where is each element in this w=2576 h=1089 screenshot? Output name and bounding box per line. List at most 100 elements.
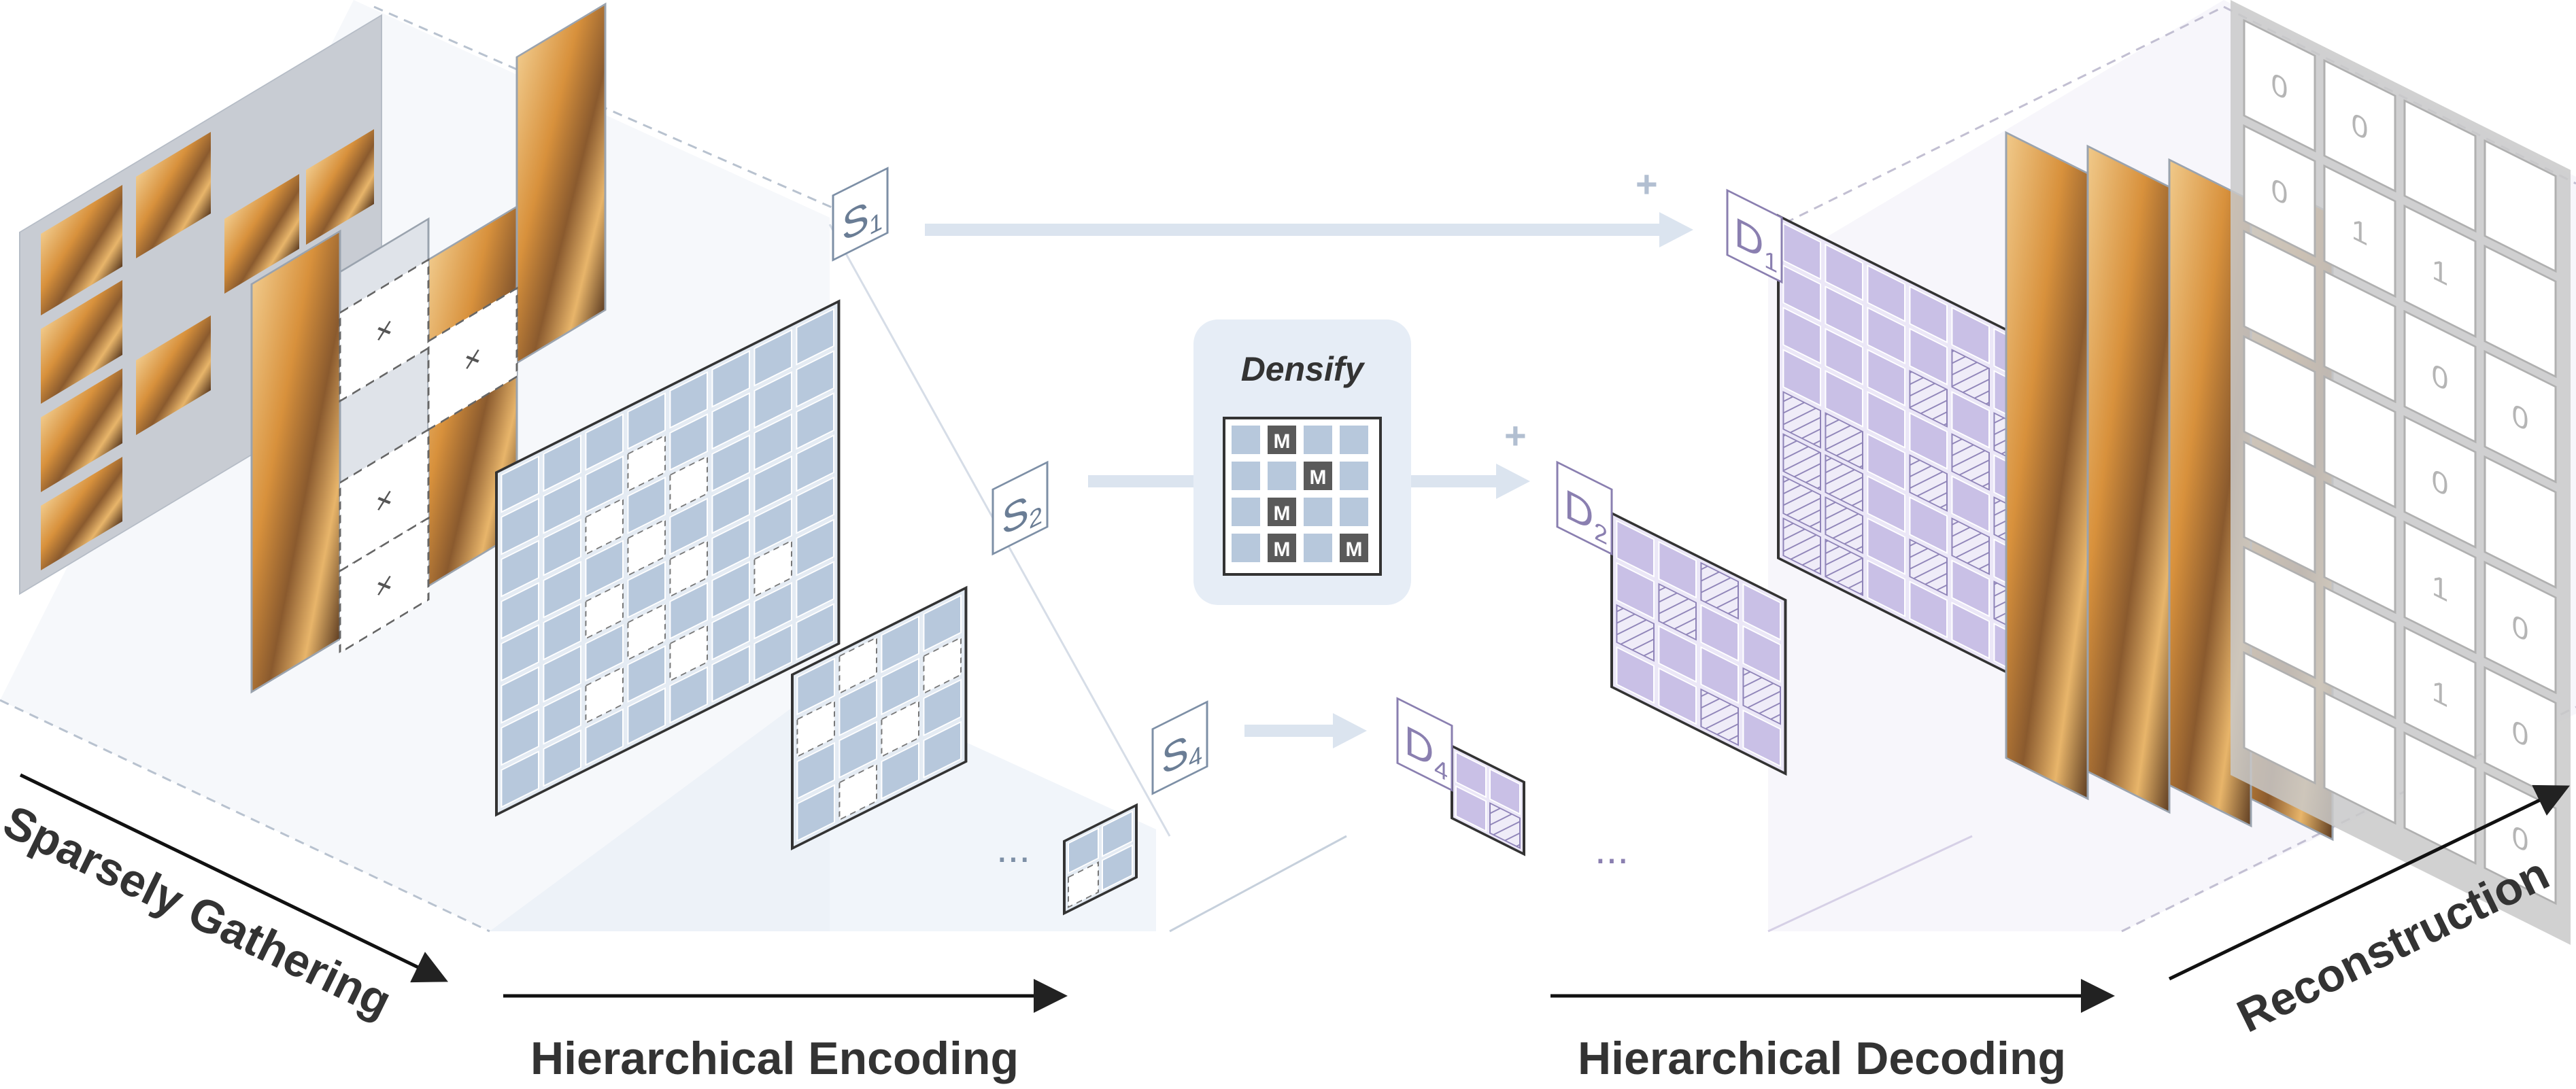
mask-cell xyxy=(2243,18,2316,153)
mask-cell xyxy=(2243,124,2316,258)
token xyxy=(838,678,877,737)
removed-patch: × xyxy=(427,286,518,432)
token xyxy=(543,644,582,703)
token xyxy=(543,434,582,492)
token xyxy=(1700,604,1739,662)
mask-cell xyxy=(2243,651,2316,785)
densify-title: Densify xyxy=(1241,350,1366,388)
mask-cell xyxy=(2403,731,2477,865)
mask-token xyxy=(1266,424,1298,455)
token xyxy=(627,687,666,745)
mask-cell xyxy=(2403,625,2477,760)
token xyxy=(923,721,962,779)
token xyxy=(1825,370,1863,428)
encoder-ellipsis: ... xyxy=(996,825,1030,871)
token xyxy=(1230,460,1261,491)
encoder-stage-labels: S 1 S 2 S 4 xyxy=(832,167,1208,795)
token xyxy=(1951,307,1990,364)
axis-arrows xyxy=(19,773,2571,1013)
stage-label-d2: D 2 xyxy=(1556,460,1613,556)
token xyxy=(1825,328,1863,385)
mask-cell xyxy=(2484,139,2557,273)
masked-token xyxy=(753,539,792,598)
mask-value: 1 xyxy=(2432,567,2448,608)
mask-token xyxy=(1338,532,1370,564)
stage-label-s1: S 1 xyxy=(832,167,889,262)
stage-label-s4: S 4 xyxy=(1151,700,1208,795)
token xyxy=(1825,243,1863,301)
masked-token xyxy=(1489,802,1521,849)
token xyxy=(1909,328,1948,385)
mask-value: 0 xyxy=(2271,65,2288,107)
token xyxy=(753,455,792,513)
token xyxy=(753,413,792,471)
caption-hierarchical-encoding: Hierarchical Encoding xyxy=(530,1033,1019,1084)
plus-icon: + xyxy=(1636,162,1658,205)
mask-cell xyxy=(2243,545,2316,680)
token xyxy=(543,602,582,661)
visible-patch xyxy=(41,184,122,315)
masked-token xyxy=(1825,412,1863,470)
token xyxy=(585,708,624,766)
token xyxy=(543,476,582,534)
token xyxy=(1867,559,1905,617)
mask-token-label: M xyxy=(1274,430,1291,453)
mask-value: 1 xyxy=(2432,672,2448,714)
masked-token xyxy=(1909,454,1948,512)
token xyxy=(1742,583,1781,641)
masked-token xyxy=(669,623,709,682)
svg-text:1: 1 xyxy=(1764,245,1778,279)
token xyxy=(1909,286,1948,343)
visible-patch xyxy=(41,456,122,570)
masked-token xyxy=(1782,517,1821,575)
token xyxy=(753,581,792,640)
token xyxy=(1616,561,1655,620)
token xyxy=(753,497,792,555)
mask-cell xyxy=(2323,58,2396,193)
token xyxy=(501,666,540,724)
decoder-grid-d2 xyxy=(1610,511,1787,776)
encoder-grid-s4 xyxy=(1063,803,1138,916)
masked-token xyxy=(1951,517,1990,575)
token xyxy=(1266,460,1298,491)
masked-token xyxy=(1825,538,1863,596)
token xyxy=(1102,810,1133,857)
token xyxy=(1782,264,1821,322)
masked-token xyxy=(1951,349,1990,407)
stage-label-s2: S 2 xyxy=(992,460,1049,556)
masked-token xyxy=(796,699,835,758)
token xyxy=(669,413,709,471)
token xyxy=(669,497,709,555)
token xyxy=(1489,768,1521,815)
svg-text:2: 2 xyxy=(1029,500,1043,535)
token xyxy=(838,721,877,779)
masked-token xyxy=(585,497,624,555)
masked-token xyxy=(838,636,877,695)
token xyxy=(796,657,835,716)
masked-token xyxy=(627,518,666,576)
decoder-ellipsis: ... xyxy=(1595,827,1629,872)
token xyxy=(1302,532,1334,564)
mask-cell xyxy=(2403,309,2477,444)
token xyxy=(796,307,834,366)
removed-patch: × xyxy=(339,516,430,655)
mask-token-label: M xyxy=(1274,538,1291,561)
token xyxy=(1102,844,1133,891)
token xyxy=(627,476,666,534)
token xyxy=(1909,496,1948,554)
token xyxy=(1455,751,1487,798)
mask-value: 0 xyxy=(2432,462,2448,503)
token xyxy=(753,370,792,429)
token xyxy=(543,560,582,619)
token xyxy=(585,413,624,471)
visible-patch xyxy=(224,173,299,294)
token xyxy=(669,666,709,724)
token xyxy=(796,476,834,534)
mask-value: 0 xyxy=(2512,396,2528,438)
encoder-grids xyxy=(495,299,1138,916)
token xyxy=(711,476,750,534)
mask-value: 1 xyxy=(2352,211,2368,252)
token xyxy=(1951,559,1990,617)
